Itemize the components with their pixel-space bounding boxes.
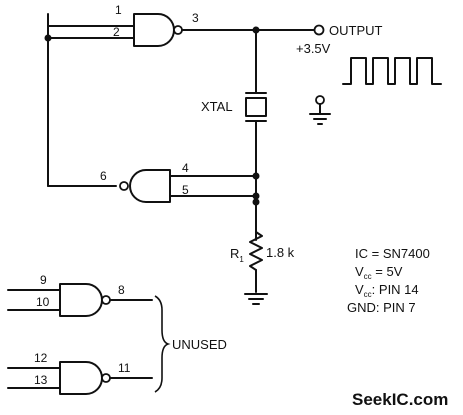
nand-gate-4-unused (7, 361, 153, 395)
nand-gate-2 (119, 169, 260, 203)
ic-note: IC = SN7400 (355, 246, 430, 261)
pin-10-label: 10 (36, 295, 50, 309)
square-wave-icon (342, 57, 442, 85)
pin-4-label: 4 (182, 161, 189, 175)
pin-8-label: 8 (118, 283, 125, 297)
output-terminal (252, 24, 325, 36)
crystal-symbol (245, 29, 267, 241)
pin-12-label: 12 (34, 351, 48, 365)
vcc-pin-note: Vcc: PIN 14 (355, 282, 419, 299)
ground-icon (244, 293, 268, 305)
feedback-wire (44, 13, 117, 187)
pin-2-label: 2 (113, 25, 120, 39)
resistor-label: R1 (230, 246, 244, 264)
unused-brace (154, 295, 171, 393)
vcc-value-note: Vcc = 5V (355, 264, 403, 281)
output-label: OUTPUT (329, 23, 383, 38)
resistor-r1 (249, 198, 263, 293)
watermark: SeekIC.com (352, 390, 448, 409)
probe-ground-icon (309, 95, 331, 125)
pin-11-label: 11 (118, 361, 131, 375)
crystal-label: XTAL (201, 99, 233, 114)
output-level-label: +3.5V (296, 41, 331, 56)
pin-6-label: 6 (100, 169, 107, 183)
resistor-value-label: 1.8 k (266, 245, 295, 260)
pin-9-label: 9 (40, 273, 47, 287)
pin-3-label: 3 (192, 11, 199, 25)
pin-13-label: 13 (34, 373, 48, 387)
nand-gate-3-unused (7, 283, 153, 317)
gnd-pin-note: GND: PIN 7 (347, 300, 416, 315)
pin-1-label: 1 (115, 3, 122, 17)
unused-label: UNUSED (172, 337, 227, 352)
pin-5-label: 5 (182, 183, 189, 197)
nand-gate-1 (47, 13, 315, 47)
